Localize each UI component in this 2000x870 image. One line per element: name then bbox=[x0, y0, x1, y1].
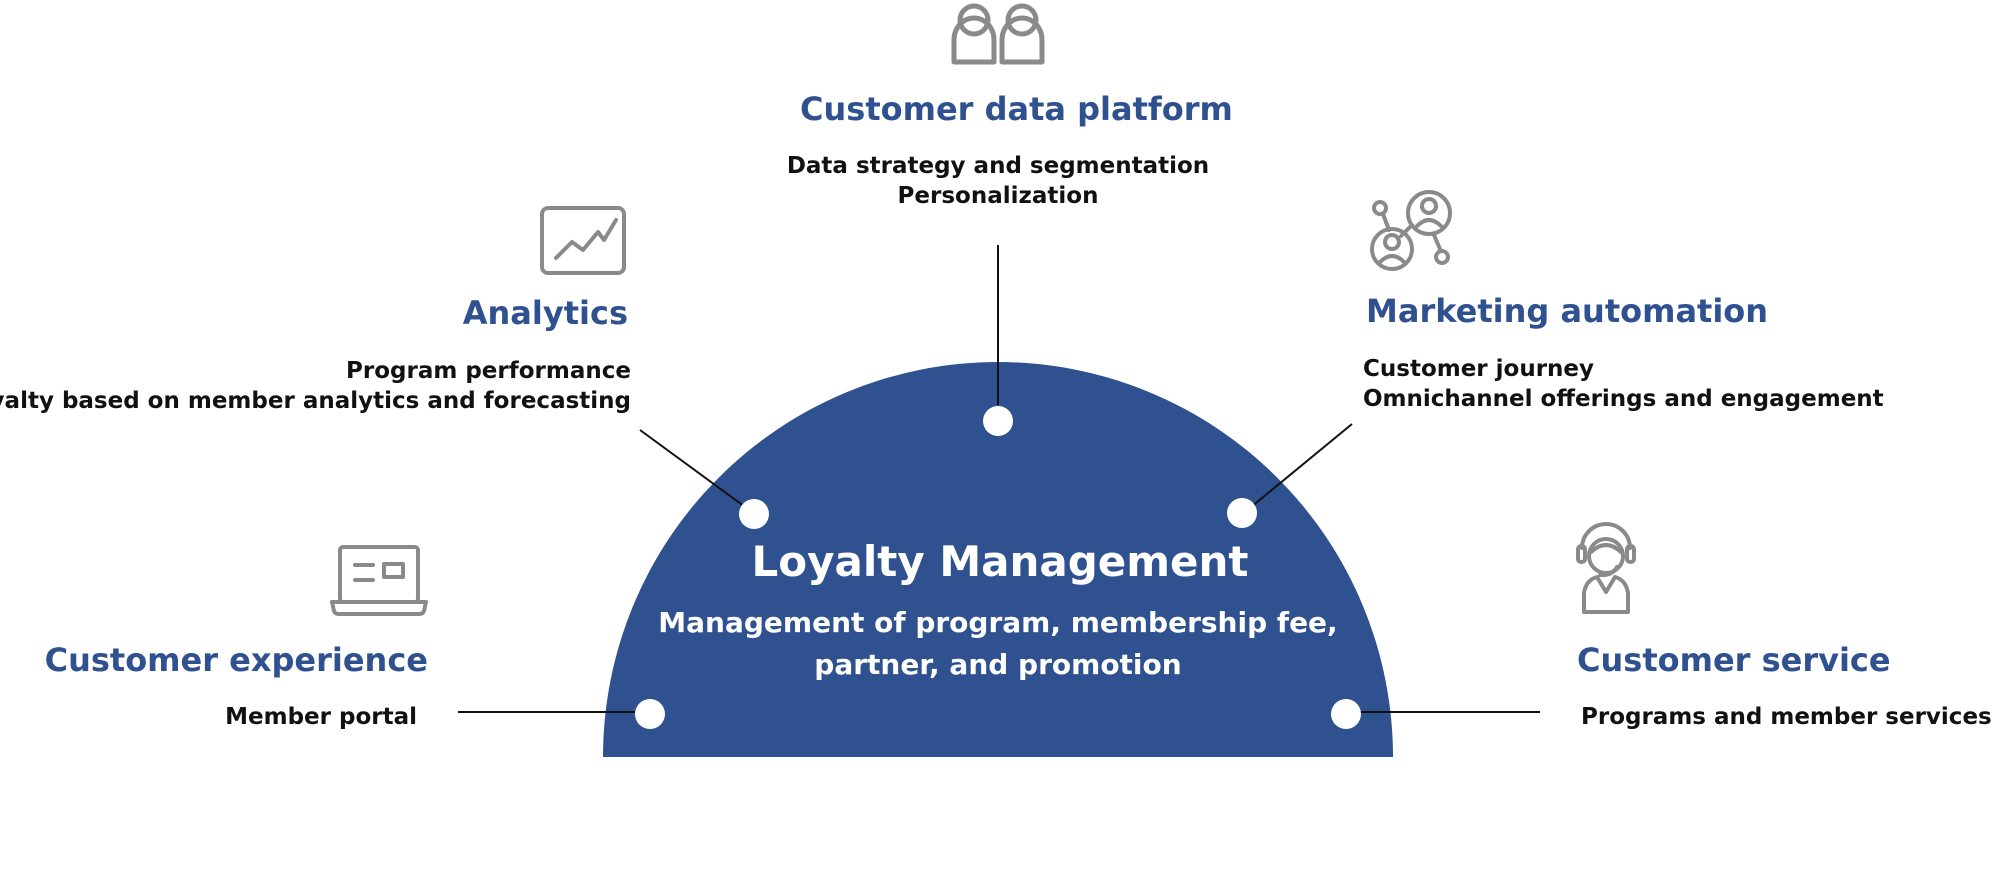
network-users-icon bbox=[1370, 190, 1452, 271]
people-icon bbox=[951, 3, 1045, 65]
node-marketing-automation bbox=[1227, 498, 1257, 528]
description-line: Customer journey bbox=[1363, 356, 1595, 382]
node-analytics bbox=[739, 499, 769, 529]
node-customer-experience bbox=[635, 699, 665, 729]
chart-icon bbox=[540, 206, 626, 275]
center-subtitle: Management of program, membership fee, p… bbox=[600, 602, 1396, 686]
headset-agent-icon bbox=[1576, 522, 1636, 614]
description-line: Loyalty based on member analytics and fo… bbox=[0, 388, 631, 414]
connector-marketing-automation bbox=[1244, 423, 1353, 513]
customer-service-description: Programs and member services bbox=[1581, 702, 1992, 732]
description-line: Data strategy and segmentation bbox=[786, 153, 1210, 179]
marketing-automation-title: Marketing automation bbox=[1366, 292, 1769, 330]
connector-analytics bbox=[639, 429, 753, 513]
description-line: Omnichannel offerings and engagement bbox=[1363, 386, 1884, 412]
center-title: Loyalty Management bbox=[751, 537, 1249, 586]
analytics-description: Program performance Loyalty based on mem… bbox=[0, 356, 631, 416]
description-line: Program performance bbox=[346, 358, 631, 384]
center-subtitle-line: partner, and promotion bbox=[814, 648, 1182, 681]
customer-experience-description: Member portal bbox=[225, 702, 417, 732]
customer-experience-title: Customer experience bbox=[44, 641, 428, 679]
customer-data-platform-title: Customer data platform bbox=[800, 90, 1233, 128]
node-customer-service bbox=[1331, 699, 1361, 729]
laptop-icon bbox=[330, 545, 428, 616]
center-subtitle-line: Management of program, membership fee, bbox=[658, 606, 1338, 639]
customer-service-title: Customer service bbox=[1577, 641, 1891, 679]
description-line: Member portal bbox=[225, 704, 417, 730]
analytics-title: Analytics bbox=[462, 294, 628, 332]
description-line: Programs and member services bbox=[1581, 704, 1992, 730]
loyalty-semicircle bbox=[603, 362, 1393, 757]
node-customer-data-platform bbox=[983, 406, 1013, 436]
marketing-automation-description: Customer journey Omnichannel offerings a… bbox=[1363, 354, 1884, 414]
description-line: Personalization bbox=[897, 183, 1099, 209]
customer-data-platform-description: Data strategy and segmentation Personali… bbox=[750, 151, 1246, 211]
